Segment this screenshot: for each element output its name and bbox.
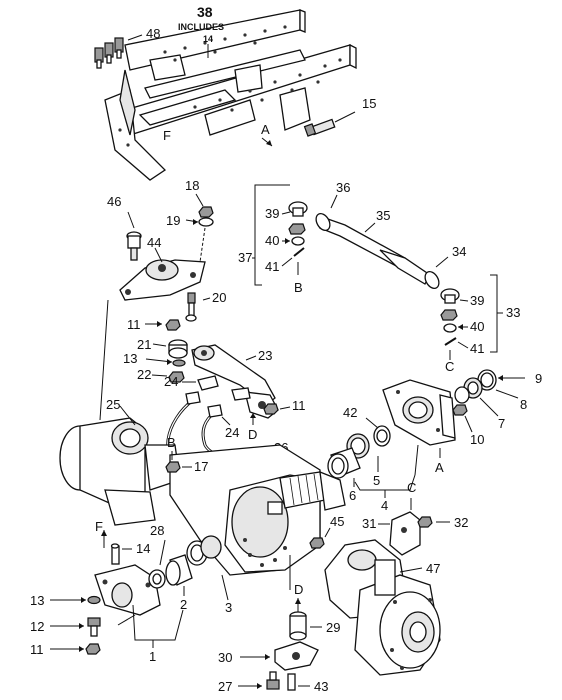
- callout-42: 42: [343, 405, 357, 420]
- steering-arm-23: [191, 344, 279, 419]
- callout-37: 37: [238, 250, 252, 265]
- callout-19: 19: [166, 213, 180, 228]
- ball-joint-left: [288, 201, 308, 257]
- callout-11-c: 11: [30, 642, 44, 657]
- callout-9: 9: [535, 371, 542, 386]
- pin-14: [110, 543, 120, 565]
- callout-48: 48: [146, 26, 160, 41]
- callout-1: 1: [149, 649, 156, 664]
- callout-15: 15: [362, 96, 376, 111]
- bushing-6: [327, 447, 361, 479]
- bolt-46: [126, 231, 142, 261]
- callout-7: 7: [498, 416, 505, 431]
- seal-3: [186, 535, 222, 566]
- frame-rails-assembly: [104, 9, 357, 181]
- callout-36: 36: [336, 180, 350, 195]
- ref-letter-B-axle: B: [167, 435, 176, 450]
- callout-12: 12: [30, 619, 44, 634]
- callout-includes: INCLUDES: [178, 22, 224, 32]
- ref-letter-A-bracket: A: [435, 460, 444, 475]
- callout-23: 23: [258, 348, 272, 363]
- bushing-29: [289, 611, 307, 641]
- callout-25: 25: [106, 397, 120, 412]
- ball-joint-right: [440, 288, 460, 346]
- callout-22: 22: [137, 367, 151, 382]
- stud-20: [185, 292, 197, 322]
- callout-13-a: 13: [123, 351, 137, 366]
- pin-43: [287, 673, 296, 691]
- ref-letter-D-bottom: D: [294, 582, 303, 597]
- callout-24-b: 24: [225, 425, 239, 440]
- ref-letter-C-bracket: C: [407, 480, 416, 495]
- pivot-bracket: [94, 564, 161, 616]
- callout-35: 35: [376, 208, 390, 223]
- plate-30: [274, 641, 319, 671]
- bushing-2: [165, 554, 193, 586]
- steering-bracket-44: [119, 259, 206, 301]
- callout-30: 30: [218, 650, 232, 665]
- callout-28: 28: [150, 523, 164, 538]
- grease-fittings: [94, 37, 124, 69]
- clip-24-upper: [197, 375, 219, 391]
- callout-24-a: 24: [164, 374, 178, 389]
- callout-38: 38: [197, 4, 213, 20]
- callout-31: 31: [362, 516, 376, 531]
- callout-45: 45: [330, 514, 344, 529]
- callout-4: 4: [381, 498, 388, 513]
- axle-support-bracket: [382, 379, 456, 446]
- callout-41-b: 41: [470, 341, 484, 356]
- callout-44: 44: [147, 235, 161, 250]
- ref-letter-B-rod: B: [294, 280, 303, 295]
- callout-33: 33: [506, 305, 520, 320]
- callout-39-a: 39: [265, 206, 279, 221]
- callout-41-a: 41: [265, 259, 279, 274]
- callout-14-top: 14: [203, 34, 213, 44]
- callout-32: 32: [454, 515, 468, 530]
- callout-20: 20: [212, 290, 226, 305]
- callout-11-b: 11: [292, 398, 306, 413]
- callout-21: 21: [137, 337, 151, 352]
- right-knuckle-hub: [324, 539, 441, 676]
- bolt-12: [87, 617, 101, 637]
- ref-letter-D-arm: D: [248, 427, 257, 442]
- callout-17: 17: [194, 459, 208, 474]
- callout-13-b: 13: [30, 593, 44, 608]
- callout-40-a: 40: [265, 233, 279, 248]
- callout-11-a: 11: [127, 317, 141, 332]
- callout-2: 2: [180, 597, 187, 612]
- callout-18: 18: [185, 178, 199, 193]
- callout-43: 43: [314, 679, 328, 694]
- ref-letter-A-frame: A: [261, 122, 270, 137]
- callout-46: 46: [107, 194, 121, 209]
- callout-3: 3: [225, 600, 232, 615]
- bolt-15: [303, 118, 336, 137]
- tie-rod-assembly: [315, 212, 440, 290]
- callout-27: 27: [218, 679, 232, 694]
- callout-29: 29: [326, 620, 340, 635]
- ref-letter-C-rod: C: [445, 359, 454, 374]
- ref-letter-F-frame: F: [163, 128, 171, 143]
- callout-6: 6: [349, 488, 356, 503]
- seal-rings: [452, 369, 497, 416]
- callout-39-b: 39: [470, 293, 484, 308]
- callout-47: 47: [426, 561, 440, 576]
- bolt-27: [266, 671, 280, 690]
- callout-8: 8: [520, 397, 527, 412]
- ref-letter-F-bottom: F: [95, 519, 103, 534]
- callout-34: 34: [452, 244, 466, 259]
- sleeve-21: [168, 339, 188, 359]
- callout-5: 5: [373, 473, 380, 488]
- callout-14-bottom: 14: [136, 541, 150, 556]
- callout-10: 10: [470, 432, 484, 447]
- bracket-31: [389, 511, 421, 556]
- callout-40-b: 40: [470, 319, 484, 334]
